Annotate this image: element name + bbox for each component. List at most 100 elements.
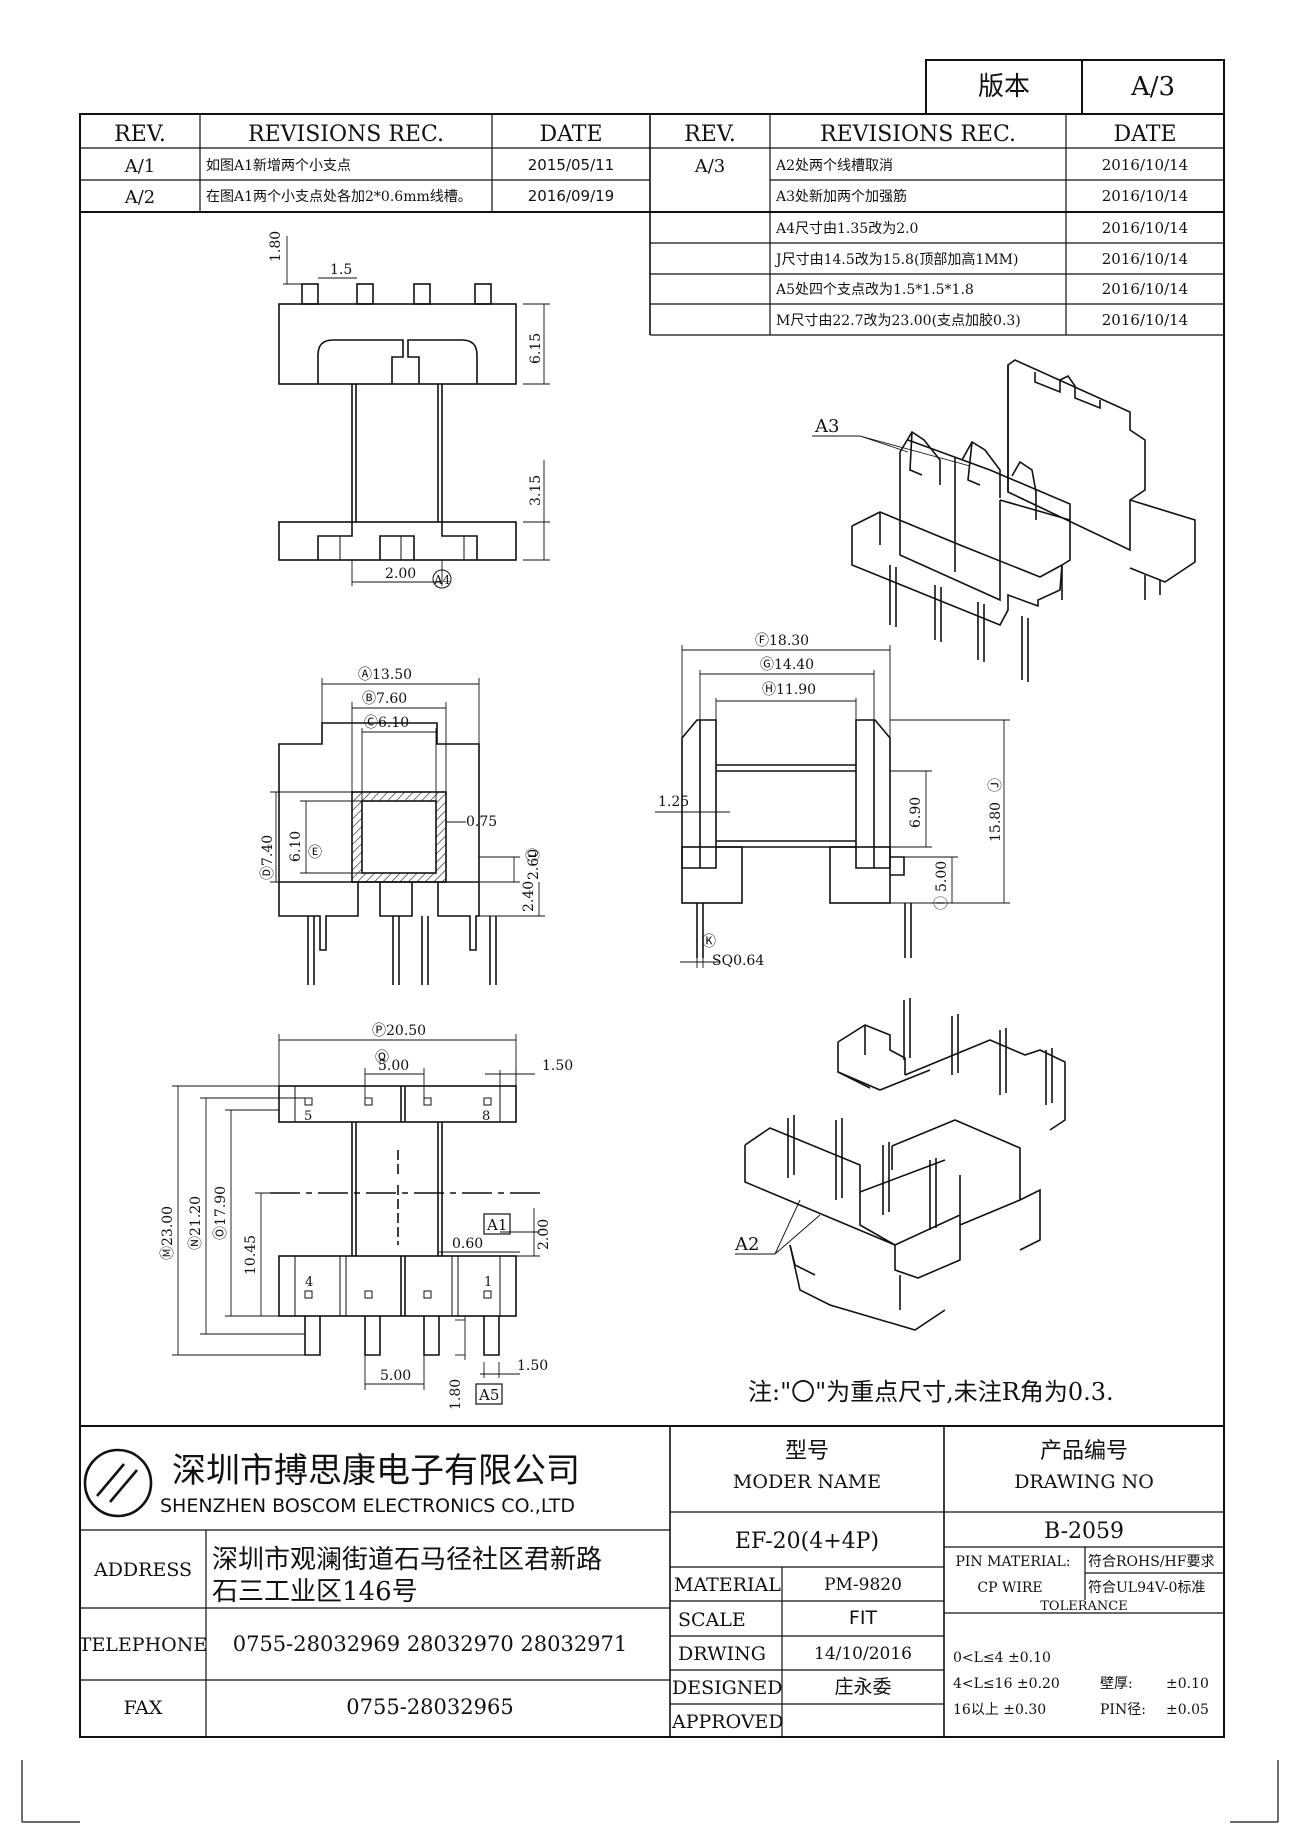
rec-header-left: REVISIONS REC. <box>248 122 444 147</box>
bottom-view <box>270 1085 540 1356</box>
iso-view-top <box>851 359 1196 682</box>
a5-label-box: A5 <box>475 1383 503 1405</box>
pin-number-8: 8 <box>482 1109 490 1124</box>
fax-label: FAX <box>124 1697 163 1719</box>
pin-material-label: PIN MATERIAL: <box>955 1554 1070 1570</box>
telephone-label: TELEPHONE <box>79 1634 207 1656</box>
company-name-cn: 深圳市搏思康电子有限公司 <box>172 1451 580 1491</box>
top-view-dims <box>283 236 550 586</box>
dim-bottom-060: 0.60 <box>452 1236 483 1252</box>
iso-view-bottom-leaders <box>735 1199 821 1255</box>
dim-bottom-150: 1.50 <box>542 1058 573 1074</box>
dim-bottom-M: Ⓜ23.00 <box>160 1206 176 1260</box>
date-left-1: 2015/05/11 <box>528 156 614 174</box>
pin-tolerance-value: ±0.05 <box>1166 1702 1209 1718</box>
a1-label-box: A1 <box>483 1213 511 1235</box>
dim-bottom-150b: 1.50 <box>517 1358 548 1374</box>
designed-value: 庄永委 <box>834 1676 891 1698</box>
pin-material-value: 符合ROHS/HF要求 <box>1088 1554 1214 1570</box>
pin-number-1: 1 <box>484 1275 492 1290</box>
model-label-en: MODER NAME <box>733 1471 881 1493</box>
bottom-view-dims <box>172 1034 540 1390</box>
dim-side-G: Ⓖ14.40 <box>760 657 814 673</box>
a2-label: A2 <box>734 1234 759 1255</box>
rec-right-2: A3处新加两个加强筋 <box>775 188 907 205</box>
dim-front-C: Ⓒ6.10 <box>364 715 409 731</box>
a4-circle <box>432 569 452 589</box>
dim-side-F: Ⓕ18.30 <box>755 633 809 649</box>
company-name-en: SHENZHEN BOSCOM ELECTRONICS CO.,LTD <box>160 1495 575 1517</box>
a5-label: A5 <box>478 1386 499 1404</box>
top-view <box>278 283 517 561</box>
title-block-grid <box>80 1425 1224 1737</box>
drawing-frame <box>79 113 1225 1738</box>
dim-bottom-500b: 5.00 <box>380 1368 411 1384</box>
drawing-date-value: 14/10/2016 <box>814 1644 912 1664</box>
date-right-6: 2016/10/14 <box>1102 311 1188 329</box>
dim-side-K: Ⓚ <box>702 934 716 950</box>
tolerance-row-3: 16以上 ±0.30 <box>953 1702 1046 1718</box>
date-right-1: 2016/10/14 <box>1102 156 1188 174</box>
dim-bottom-O: Ⓞ17.90 <box>213 1186 229 1240</box>
drawing-label: DRWING <box>678 1643 766 1665</box>
material-label: MATERIAL <box>674 1574 781 1596</box>
drawing-no-label-cn: 产品编号 <box>1040 1439 1128 1464</box>
model-value: EF-20(4+4P) <box>735 1529 879 1554</box>
a3-label: A3 <box>814 416 839 437</box>
dim-front-E: Ⓔ <box>308 845 322 861</box>
rec-right-3: A4尺寸由1.35改为2.0 <box>775 221 918 237</box>
scale-label: SCALE <box>678 1609 746 1631</box>
dim-front-075: 0.75 <box>466 814 497 830</box>
rev-right: A/3 <box>694 156 726 177</box>
cp-wire-value: 符合UL94V-0标准 <box>1088 1580 1205 1596</box>
tolerance-row-1: 0<L≤4 ±0.10 <box>953 1650 1051 1666</box>
dim-side-sq: SQ0.64 <box>712 953 764 969</box>
version-value: A/3 <box>1130 72 1175 102</box>
side-view-dims <box>655 645 1010 968</box>
date-right-4: 2016/10/14 <box>1102 250 1188 268</box>
dim-top-315: 3.15 <box>528 475 544 506</box>
scale-value: FIT <box>849 1607 878 1629</box>
dim-bottom-1045: 10.45 <box>243 1235 259 1275</box>
version-label: 版本 <box>978 72 1030 102</box>
dim-bottom-200: 2.00 <box>536 1219 552 1250</box>
telephone-value: 0755-28032969 28032970 28032971 <box>233 1632 628 1656</box>
pin-number-5: 5 <box>304 1109 312 1124</box>
rec-left-1: 如图A1新增两个小支点 <box>206 158 351 174</box>
pin-tolerance-label: PIN径: <box>1100 1702 1146 1718</box>
dim-front-B: Ⓑ7.60 <box>362 691 407 707</box>
address-line-1: 深圳市观澜街道石马径社区君新路 <box>212 1545 602 1575</box>
dim-top-180: 1.80 <box>268 231 284 262</box>
cp-wire-label: CP WIRE <box>977 1580 1042 1596</box>
dim-top-200: 2.00 <box>385 566 416 582</box>
dim-top-15: 1.5 <box>330 262 352 278</box>
date-right-2: 2016/10/14 <box>1102 187 1188 205</box>
drawing-no-value: B-2059 <box>1044 1519 1124 1544</box>
dim-bottom-N: Ⓝ21.20 <box>188 1196 204 1250</box>
rec-header-right: REVISIONS REC. <box>820 122 1016 147</box>
side-view <box>681 719 912 958</box>
dim-bottom-P: Ⓟ20.50 <box>372 1023 426 1039</box>
rev-header-right: REV. <box>684 122 736 147</box>
designed-label: DESIGNED <box>672 1677 783 1699</box>
dim-front-610: 6.10 <box>288 831 304 862</box>
dim-side-125: 1.25 <box>658 794 689 810</box>
address-label: ADDRESS <box>93 1559 192 1581</box>
rec-right-5: A5处四个支点改为1.5*1.5*1.8 <box>775 282 974 298</box>
front-view-dims <box>270 678 545 917</box>
dim-bottom-500: 5.00 <box>378 1058 409 1074</box>
date-header-left: DATE <box>539 122 602 147</box>
dim-side-1580: 15.80 <box>988 802 1004 842</box>
dim-top-a4: A4 <box>433 573 451 587</box>
rev-left-2: A/2 <box>124 187 156 208</box>
dim-side-H: Ⓗ11.90 <box>762 682 816 698</box>
dim-front-D: Ⓓ7.40 <box>260 835 276 880</box>
drawing-note: 注:"〇"为重点尺寸,未注R角为0.3. <box>748 1378 1114 1406</box>
dim-front-240: 2.40 <box>521 881 537 912</box>
pin-number-4: 4 <box>305 1275 313 1290</box>
date-right-5: 2016/10/14 <box>1102 280 1188 298</box>
iso-view-bottom <box>744 998 1066 1331</box>
dim-front-260: 2.60 <box>526 849 542 880</box>
dim-top-615: 6.15 <box>528 333 544 364</box>
rev-header-left: REV. <box>114 122 166 147</box>
